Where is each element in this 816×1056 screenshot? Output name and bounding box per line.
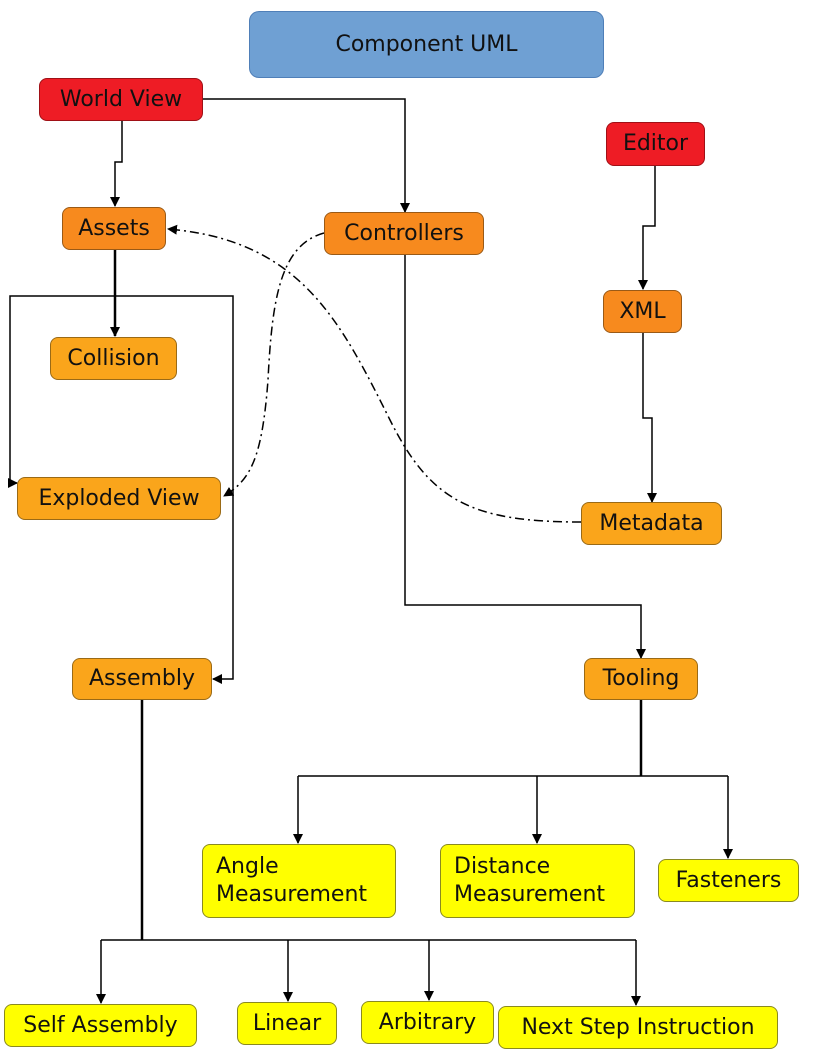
edge-controllers-tooling [404,255,646,659]
edge-worldview-assets [110,120,123,207]
node-exploded-view: Exploded View [17,477,221,520]
node-metadata: Metadata [581,502,722,545]
node-distance-measurement: Distance Measurement [440,844,635,918]
node-arbitrary: Arbitrary [361,1001,494,1044]
edge-editor-xml [638,166,656,290]
node-tooling: Tooling [584,658,698,700]
node-world-view: World View [39,78,203,121]
edge-xml-metadata [642,333,657,503]
node-controllers: Controllers [324,212,484,255]
edge-metadata-assets-dependency [167,224,582,523]
node-angle-measurement: Angle Measurement [202,844,396,918]
node-assets: Assets [62,207,166,250]
node-assembly: Assembly [72,658,212,700]
node-editor: Editor [606,122,705,166]
edge-worldview-controllers [202,98,410,213]
edge-assets-explodedview [8,295,115,488]
node-fasteners: Fasteners [658,859,799,902]
node-next-step-instruction: Next Step Instruction [498,1006,778,1049]
diagram-title: Component UML [249,11,604,78]
edge-controllers-explodedview-dependency [223,232,325,497]
node-collision: Collision [50,337,177,380]
node-xml: XML [603,290,682,333]
node-linear: Linear [237,1002,337,1045]
node-self-assembly: Self Assembly [4,1004,197,1047]
